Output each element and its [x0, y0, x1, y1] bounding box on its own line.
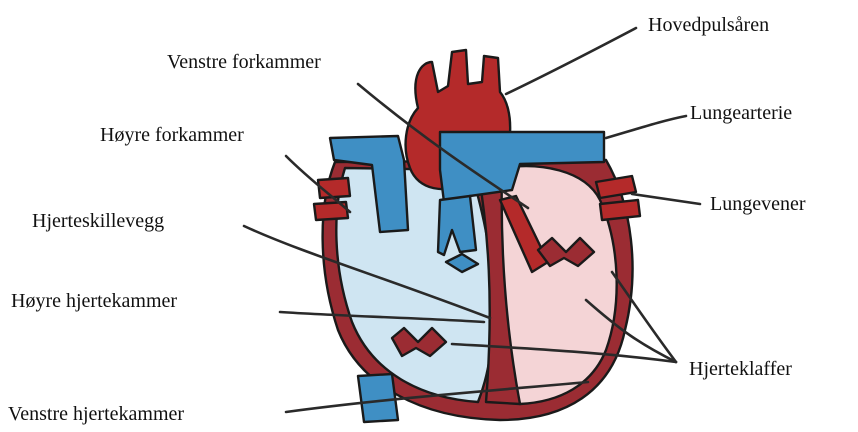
- label-septum: Hjerteskillevegg: [32, 210, 164, 232]
- label-pulmonary-veins: Lungevener: [710, 193, 806, 215]
- leader-pulmonary-artery: [606, 116, 686, 138]
- pulmonary-vein-right-lower: [600, 200, 640, 220]
- heart-illustration: [314, 50, 640, 422]
- label-left-atrium: Venstre forkammer: [167, 51, 321, 73]
- label-left-ventricle: Venstre hjertekammer: [8, 403, 184, 425]
- leader-aorta: [506, 28, 636, 94]
- label-valves: Hjerteklaffer: [689, 358, 792, 380]
- label-aorta: Hovedpulsåren: [648, 14, 769, 36]
- leader-pulmonary-veins: [632, 194, 700, 204]
- label-right-atrium: Høyre forkammer: [100, 124, 244, 146]
- vena-cava-inferior: [358, 374, 398, 422]
- label-right-ventricle: Høyre hjertekammer: [11, 290, 177, 312]
- right-outflow-tract: [438, 196, 476, 255]
- label-pulmonary-artery: Lungearterie: [690, 102, 792, 124]
